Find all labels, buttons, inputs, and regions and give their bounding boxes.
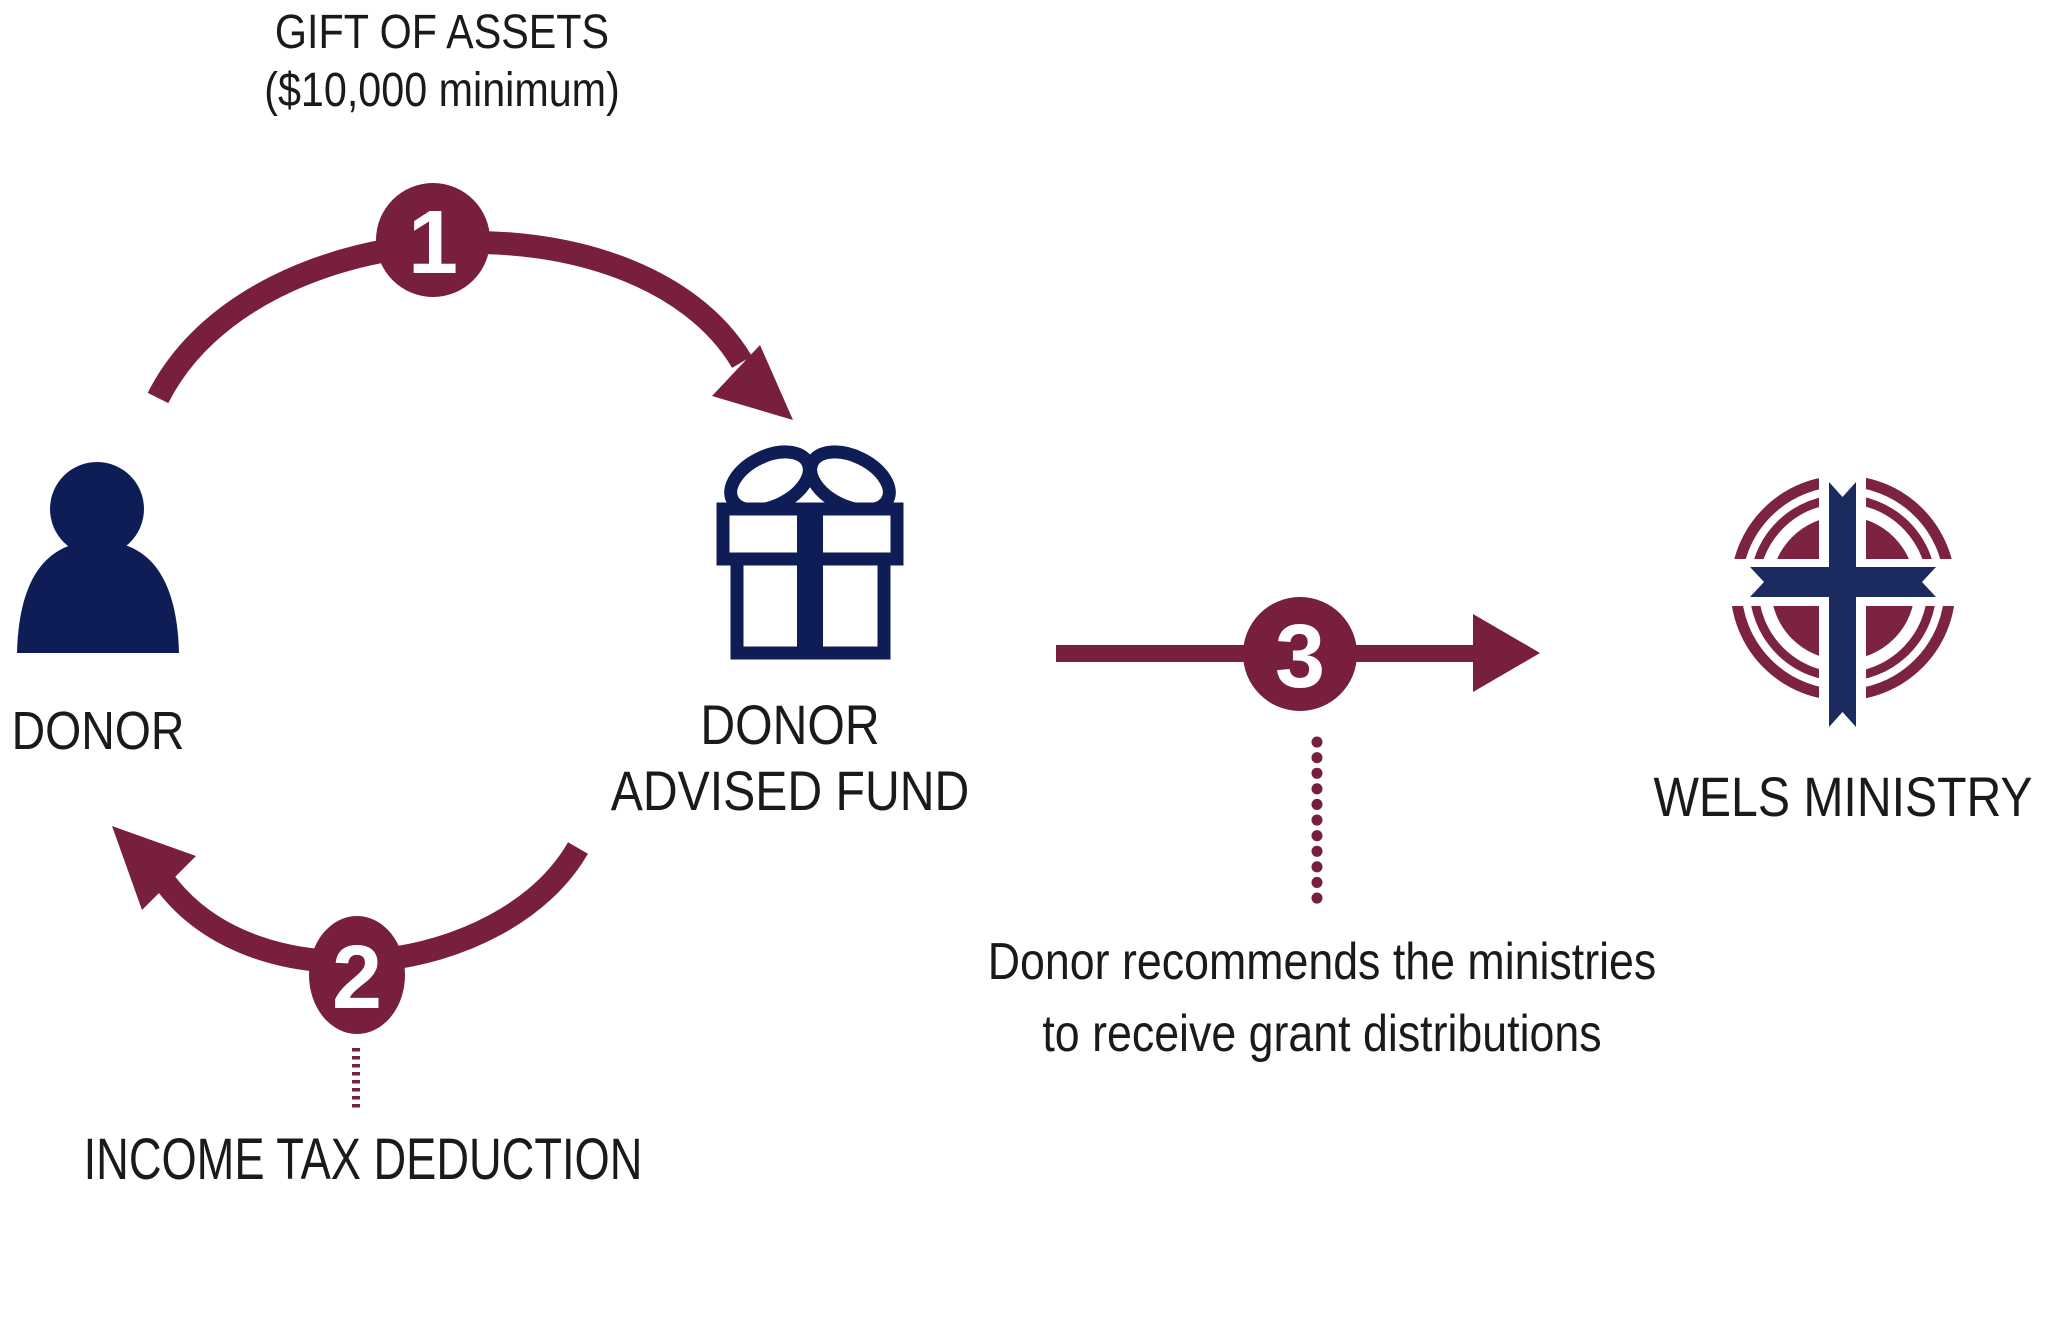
daf-label-line1: DONOR [700, 693, 880, 756]
person-head [50, 462, 144, 556]
step3-caption: Donor recommends the ministries to recei… [988, 926, 1657, 1070]
step2-arrowhead-icon [112, 826, 196, 910]
gift-ribbon [797, 505, 823, 649]
person-icon [17, 462, 179, 653]
wels-cross-vertical [1829, 482, 1856, 727]
donor-node-label: DONOR [11, 701, 185, 761]
wels-ministry-node-label: WELS MINISTRY [1653, 765, 2033, 828]
step1-arrow [147, 183, 793, 420]
step1-badge-circle [376, 183, 490, 297]
step2-arrow [112, 826, 588, 1110]
person-body [17, 541, 179, 653]
step3-number: 3 [1274, 607, 1326, 707]
step3-arrowhead-icon [1473, 614, 1540, 692]
gift-icon [716, 445, 904, 660]
daf-label-line2: ADVISED FUND [610, 759, 970, 822]
step1-label: GIFT OF ASSETS ($10,000 minimum) [264, 4, 620, 120]
step2-label: INCOME TAX DEDUCTION [83, 1127, 643, 1192]
step1-arrowhead-icon [712, 345, 793, 420]
donor-advised-fund-node-label: DONOR ADVISED FUND [611, 692, 970, 824]
step1-number: 1 [407, 193, 459, 293]
wels-cross-horizontal [1750, 567, 1936, 597]
step3-badge-circle [1243, 597, 1357, 711]
step2-badge-circle [309, 916, 405, 1034]
step3-arrow [1056, 597, 1540, 911]
step1-label-line1: GIFT OF ASSETS [274, 6, 610, 59]
step3-caption-line2: to receive grant distributions [1042, 1005, 1602, 1063]
step1-label-line2: ($10,000 minimum) [264, 64, 620, 117]
wels-cross-logo [1716, 460, 1970, 727]
step2-number: 2 [331, 928, 383, 1028]
step3-caption-line1: Donor recommends the ministries [987, 933, 1657, 991]
